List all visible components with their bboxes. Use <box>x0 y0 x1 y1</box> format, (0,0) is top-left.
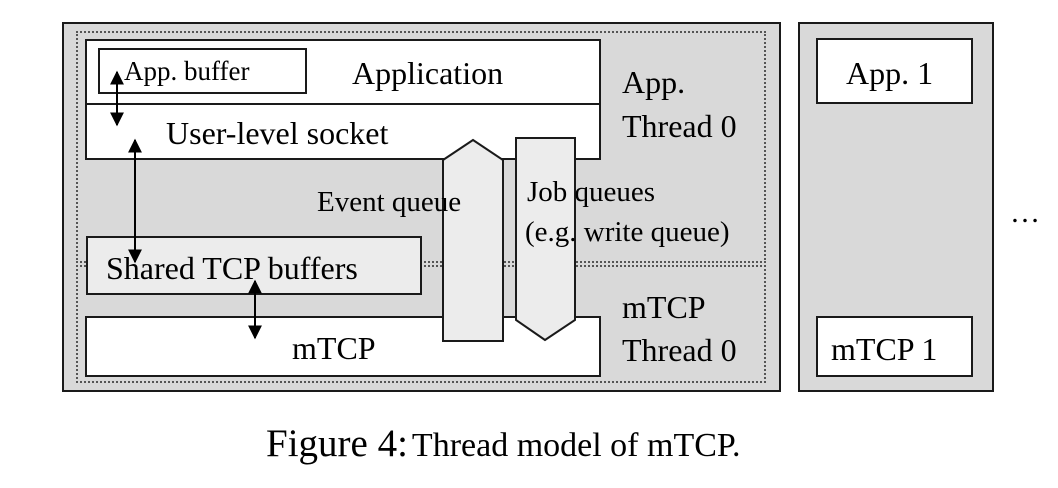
ellipsis-label: … <box>1010 196 1040 229</box>
app-thread-label-line1: App. <box>622 64 686 100</box>
user-level-socket-box <box>85 103 601 160</box>
app1-label: App. 1 <box>846 55 934 91</box>
mtcp-label: mTCP <box>292 330 376 366</box>
caption-prefix: Figure 4: <box>266 422 408 465</box>
caption-text: Thread model of mTCP. <box>411 427 741 464</box>
mtcp-thread-label-line1: mTCP <box>622 289 706 325</box>
job-queues-label-line1: Job queues <box>527 176 656 208</box>
app1-box <box>816 38 973 104</box>
job-queues-label-line2: (e.g. write queue) <box>525 216 730 248</box>
job-queues-shape <box>515 137 576 342</box>
mtcp-thread-label-line2: Thread 0 <box>622 332 737 368</box>
application-label: Application <box>352 55 504 91</box>
event-queue-shape <box>442 138 504 342</box>
mtcp1-box <box>816 316 973 377</box>
mtcp1-label: mTCP 1 <box>831 331 938 367</box>
mtcp-box <box>85 316 601 377</box>
event-queue-label: Event queue <box>317 186 462 218</box>
app-buffer-label: App. buffer <box>124 56 250 86</box>
application-box <box>85 39 601 105</box>
figure-caption: Figure 4: Thread model of mTCP. <box>266 424 741 463</box>
user-level-socket-label: User-level socket <box>166 115 389 151</box>
app-thread-label-line2: Thread 0 <box>622 108 737 144</box>
shared-tcp-buffers-label: Shared TCP buffers <box>106 250 358 286</box>
app-buffer-box <box>98 48 307 94</box>
